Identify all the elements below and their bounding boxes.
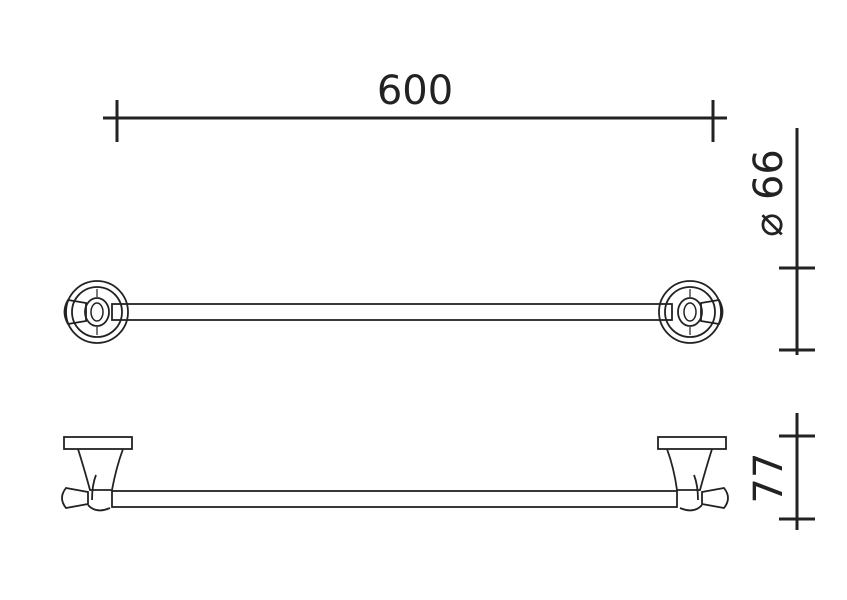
depth-label: 77: [746, 453, 792, 504]
depth-dimension: 77: [746, 413, 815, 530]
width-label: 600: [377, 68, 453, 114]
side-view-bracket-left: [61, 436, 133, 512]
diameter-dimension: ⌀ 66: [746, 128, 815, 355]
side-view-bracket-right: [657, 436, 729, 512]
front-view-bracket-left: [63, 280, 129, 344]
front-view-bracket-right: [658, 280, 724, 344]
front-view: [63, 280, 724, 344]
diameter-label: ⌀ 66: [746, 149, 792, 237]
width-dimension: 600: [103, 68, 727, 142]
side-view-bar: [111, 490, 678, 508]
front-view-bar: [111, 303, 673, 321]
side-view: [61, 436, 729, 512]
